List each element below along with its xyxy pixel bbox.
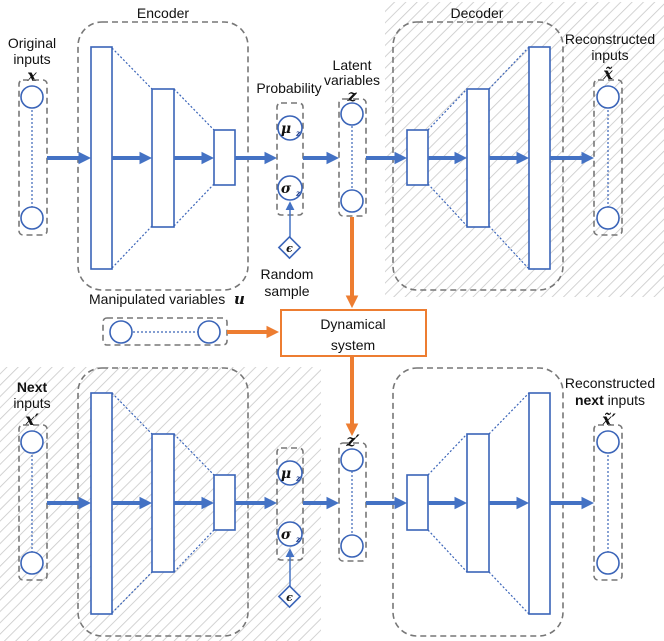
recon-next-node-top (596, 430, 620, 454)
latent-label-2: variables (324, 72, 380, 88)
recon-next-node-bottom (596, 551, 620, 575)
decoder-layer-2 (466, 88, 490, 228)
reconstructed-node-top (596, 85, 620, 109)
encoder-label: Encoder (137, 5, 189, 21)
decoder-bottom-layer-3 (528, 392, 551, 615)
input-node-top (20, 85, 44, 109)
recon-next-column (593, 424, 623, 581)
svg-text:z: z (295, 473, 301, 483)
sigma-node-bottom (277, 521, 303, 547)
epsilon-node-bottom (277, 584, 302, 609)
next-input-node-bottom (20, 551, 44, 575)
original-inputs-label-1: Original (8, 35, 56, 51)
decoder-connectors-bottom (427, 392, 530, 615)
latent-node-top (340, 102, 364, 126)
decoder-layer-1 (406, 129, 429, 186)
dynamical-label-2: system (331, 337, 375, 353)
x-symbol: x (26, 66, 37, 85)
recon-next-label-2: next inputs (575, 392, 645, 408)
svg-text:ϵ: ϵ (286, 242, 293, 255)
latent-bottom-node-top (340, 448, 364, 472)
decoder-label: Decoder (451, 5, 504, 21)
svg-text:z: z (295, 188, 301, 198)
decoder-bottom-layer-1 (406, 474, 429, 531)
input-node-column (18, 79, 48, 236)
encoder-layer-2 (151, 88, 175, 228)
decoder-box-bottom (392, 367, 564, 637)
next-input-column (18, 424, 48, 581)
input-node-bottom (20, 206, 44, 230)
encoder-bottom-layer-3 (213, 474, 236, 531)
dynamical-label-1: Dynamical (320, 316, 385, 332)
encoder-connectors (111, 47, 215, 269)
z-symbol: z (346, 86, 357, 105)
sigma-node (277, 175, 303, 201)
svg-text:z: z (295, 534, 301, 544)
encoder-box (77, 21, 249, 291)
svg-text:σ: σ (281, 527, 292, 543)
encoder-bottom-layer-2 (151, 433, 175, 573)
x-tilde-prime-symbol: x̃′ (601, 410, 617, 429)
decoder-box (392, 21, 564, 291)
reconstructed-node-bottom (596, 206, 620, 230)
decoder-bottom-layer-2 (466, 433, 490, 573)
z-prime-symbol: z′ (345, 431, 360, 450)
reconstructed-label-2: inputs (591, 47, 628, 63)
manipulated-label: Manipulated variables (89, 291, 225, 307)
original-inputs-label-2: inputs (13, 51, 50, 67)
reconstructed-label-1: Reconstructed (565, 31, 655, 47)
manipulated-node-right (197, 320, 221, 344)
u-symbol: u (234, 290, 245, 308)
probability-label: Probability (256, 80, 321, 96)
next-input-node-top (20, 430, 44, 454)
encoder-bottom-layer-1 (90, 392, 113, 615)
svg-text:ϵ: ϵ (286, 591, 293, 604)
recon-next-label-1: Reconstructed (565, 375, 655, 391)
x-tilde-symbol: x̃ (602, 64, 613, 83)
svg-text:μ: μ (281, 466, 291, 482)
svg-text:μ: μ (281, 121, 291, 137)
decoder-layer-3 (528, 46, 551, 270)
svg-text:σ: σ (281, 181, 292, 197)
next-inputs-label-2: inputs (13, 395, 50, 411)
encoder-layer-3 (213, 129, 236, 186)
mu-node-bottom (277, 460, 303, 486)
encoder-box-bottom (77, 367, 249, 637)
x-prime-symbol: x′ (24, 410, 40, 429)
latent-node-bottom (340, 189, 364, 213)
decoder-hatch-top (385, 2, 664, 297)
manipulated-node-left (109, 320, 133, 344)
decoder-connectors (427, 46, 530, 270)
latent-label-1: Latent (333, 57, 372, 73)
reconstructed-column (593, 79, 623, 236)
random-label: Random (261, 266, 314, 282)
epsilon-node (277, 235, 302, 260)
svg-text:z: z (295, 128, 301, 138)
encoder-connectors-bottom (111, 392, 215, 614)
mu-node (277, 115, 303, 141)
sample-label: sample (264, 283, 309, 299)
latent-bottom-node-bottom (340, 534, 364, 558)
encoder-layer-1 (90, 46, 113, 270)
next-inputs-label-1: Next (17, 379, 48, 395)
